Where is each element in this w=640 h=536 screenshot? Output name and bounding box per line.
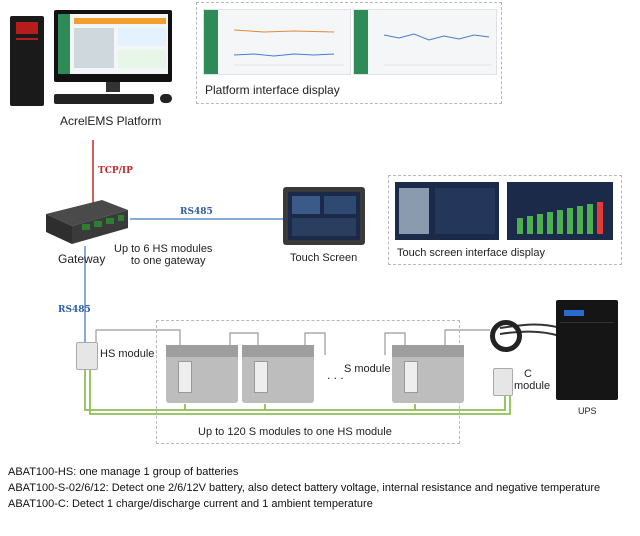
rs485-label-top: RS485 (180, 207, 213, 217)
pc-icon (10, 10, 180, 110)
platform-screenshot-2 (353, 9, 497, 75)
note-c: ABAT100-C: Detect 1 charge/discharge cur… (8, 498, 373, 510)
current-clamp-icon (490, 320, 522, 352)
touch-screenshot-1 (395, 182, 499, 240)
platform-sidebar (204, 10, 218, 74)
bus-line-1 (84, 368, 506, 411)
pc-keyboard (54, 94, 154, 104)
pc-monitor (54, 10, 172, 82)
touch-display-label: Touch screen interface display (397, 247, 545, 259)
note-s: ABAT100-S-02/6/12: Detect one 2/6/12V ba… (8, 482, 601, 494)
battery-link-1 (229, 332, 259, 345)
s-module-label: S module (344, 363, 391, 375)
s-module-note: Up to 120 S modules to one HS module (198, 426, 392, 438)
platform-chart-1 (233, 29, 344, 66)
gateway-label: Gateway (58, 252, 106, 266)
touch-display-frame: Touch screen interface display (388, 175, 622, 265)
battery-icon (392, 345, 464, 403)
hs-module-label: HS module (100, 348, 155, 360)
platform-chart-2 (383, 33, 492, 66)
c-module-label: C module (514, 368, 550, 392)
gateway-device-icon (42, 196, 130, 246)
rs485-label-left: RS485 (58, 305, 91, 315)
bus-line-2 (89, 368, 511, 415)
ups-cabinet-icon (556, 300, 618, 400)
touch-bar-chart (517, 202, 603, 234)
touch-screen-label: Touch Screen (290, 252, 358, 264)
note-hs: ABAT100-HS: one manage 1 group of batter… (8, 466, 239, 478)
battery-icon (166, 345, 238, 403)
battery-link-4 (444, 329, 490, 345)
hs-module-icon (76, 342, 98, 370)
platform-label: AcrelEMS Platform (60, 114, 162, 128)
pc-tower (10, 16, 44, 106)
c-module-label-line1: C (524, 368, 532, 380)
pc-mouse (160, 94, 172, 103)
c-module-icon (493, 368, 513, 396)
gateway-note-line1: Up to 6 HS modules (114, 243, 213, 255)
gateway-note-line2: to one gateway (130, 255, 206, 267)
battery-link-3 (384, 332, 406, 355)
c-module-label-line2: module (514, 380, 551, 392)
platform-screenshot-1 (203, 9, 351, 75)
platform-display-label: Platform interface display (205, 83, 340, 97)
battery-icon (242, 345, 314, 403)
touch-panel-icon (283, 187, 365, 245)
ellipsis: . . . (327, 368, 344, 382)
bus-drops (184, 404, 416, 410)
touch-screenshot-2 (507, 182, 613, 240)
tcpip-label: TCP/IP (98, 166, 133, 176)
gateway-note: Up to 6 HS modules to one gateway (114, 243, 212, 267)
platform-display-frame: Platform interface display (196, 2, 502, 104)
battery-link-2 (304, 332, 326, 355)
ups-label: UPS (578, 406, 597, 416)
